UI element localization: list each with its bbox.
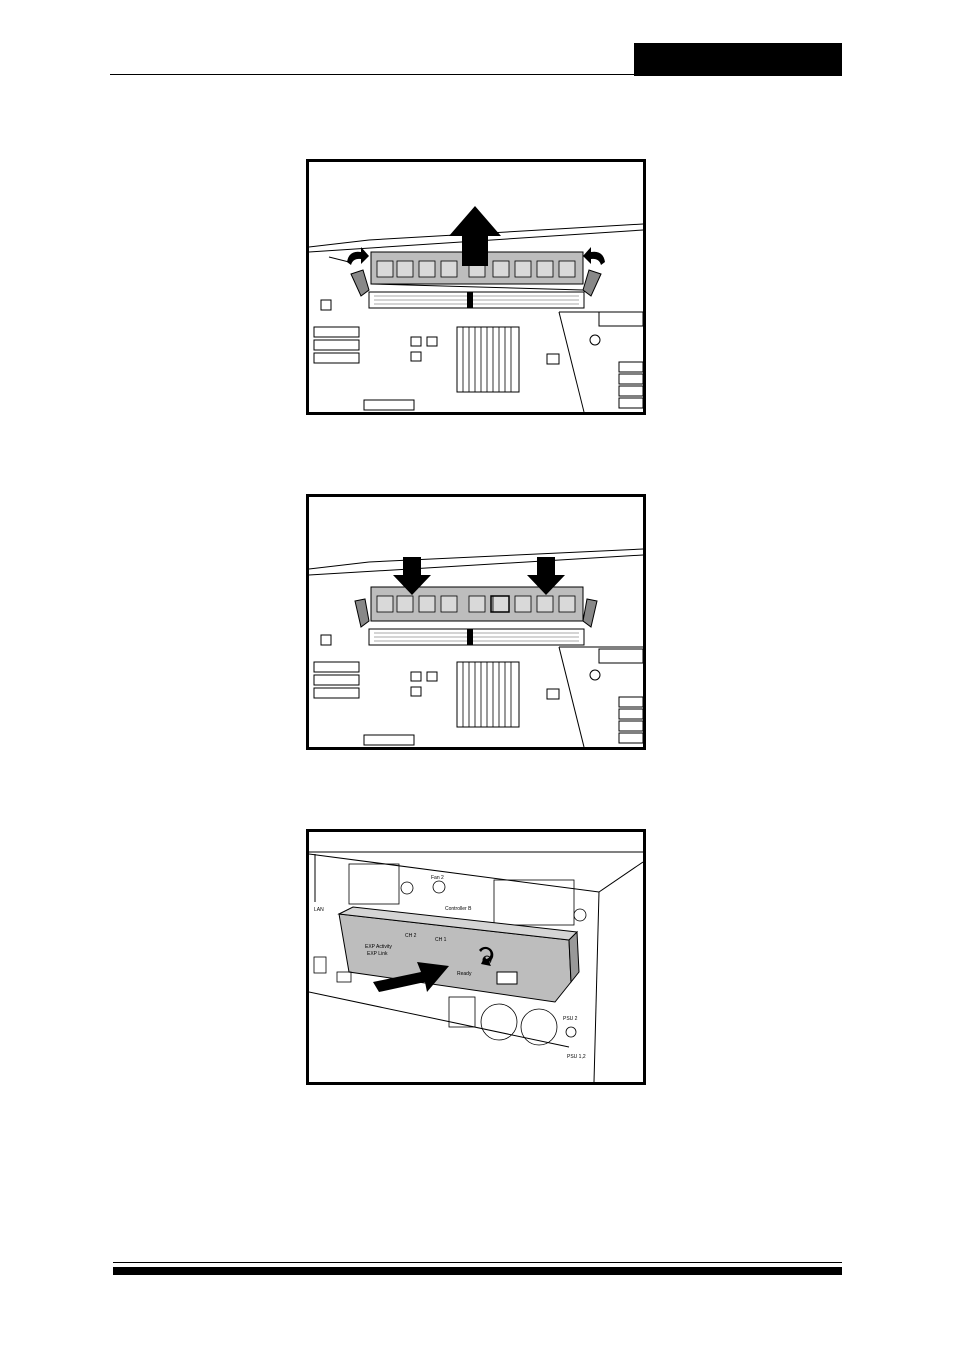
psu12-label: PSU 1,2	[567, 1054, 586, 1060]
figure-insert-controller: Fan 2 Controller B LAN CH 2 CH 1 EXP Act…	[306, 829, 646, 1085]
figure-insert-dimm	[306, 494, 646, 750]
board-components	[314, 300, 643, 410]
insert-controller-illustration: Fan 2 Controller B LAN CH 2 CH 1 EXP Act…	[309, 832, 643, 1082]
fan2-label: Fan 2	[431, 875, 444, 881]
heatsink	[457, 662, 519, 727]
psu2-label: PSU 2	[563, 1016, 578, 1022]
remove-dimm-illustration	[309, 162, 643, 412]
motherboard-outline	[309, 549, 643, 747]
exp-link-label: EXP Link	[367, 951, 388, 957]
ch1-label: CH 1	[435, 937, 447, 943]
header-rule	[110, 74, 634, 75]
board-components	[314, 635, 643, 745]
ready-label: Ready	[457, 971, 472, 977]
lan-label: LAN	[314, 907, 324, 913]
ch2-label: CH 2	[405, 933, 417, 939]
dimm-module-icon	[371, 587, 583, 621]
figure-remove-dimm	[306, 159, 646, 415]
insert-dimm-illustration	[309, 497, 643, 747]
latch-open-arrow-icon	[583, 247, 605, 265]
header-tab	[634, 43, 842, 76]
controller-label: Controller B	[445, 906, 472, 912]
heatsink	[457, 327, 519, 392]
footer-rule-thick	[113, 1267, 842, 1275]
exp-activity-label: EXP Activity	[365, 944, 392, 950]
footer-rule-thin	[113, 1262, 842, 1263]
